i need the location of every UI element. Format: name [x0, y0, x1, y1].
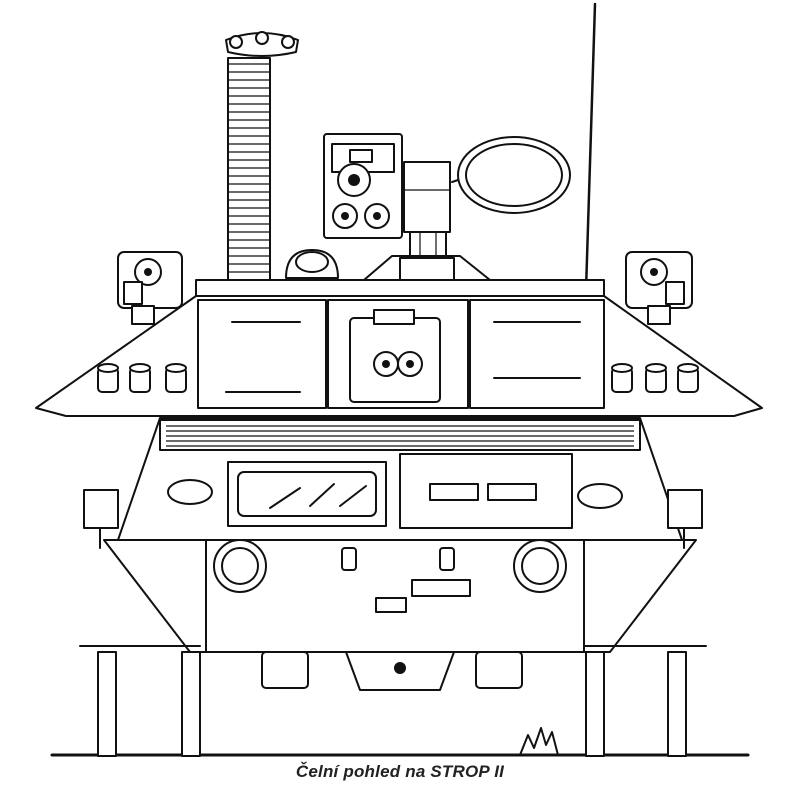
left-smoke-dischargers — [98, 364, 186, 392]
discharger-muzzle — [166, 364, 186, 372]
radio-antenna — [586, 4, 595, 290]
left-mirror — [84, 490, 118, 548]
hull-front — [118, 418, 682, 540]
commander-periscope — [286, 250, 338, 278]
ring-antenna — [452, 137, 570, 213]
telescopic-mast — [226, 32, 298, 290]
ground — [52, 728, 748, 755]
right-mirror — [668, 490, 702, 548]
lower-hull — [104, 540, 696, 652]
stabiliser-legs — [80, 646, 706, 756]
left-searchlight — [118, 252, 182, 324]
figure-caption: Čelní pohled na STROP II — [295, 762, 505, 781]
discharger-muzzle — [612, 364, 632, 372]
optical-sight-box — [324, 134, 450, 256]
right-smoke-dischargers — [612, 364, 698, 392]
discharger-muzzle — [98, 364, 118, 372]
discharger-muzzle — [646, 364, 666, 372]
turret-deck — [196, 256, 604, 298]
discharger-muzzle — [130, 364, 150, 372]
wheels — [262, 652, 522, 690]
driver-sight — [350, 310, 440, 402]
right-searchlight — [626, 252, 692, 324]
discharger-muzzle — [678, 364, 698, 372]
